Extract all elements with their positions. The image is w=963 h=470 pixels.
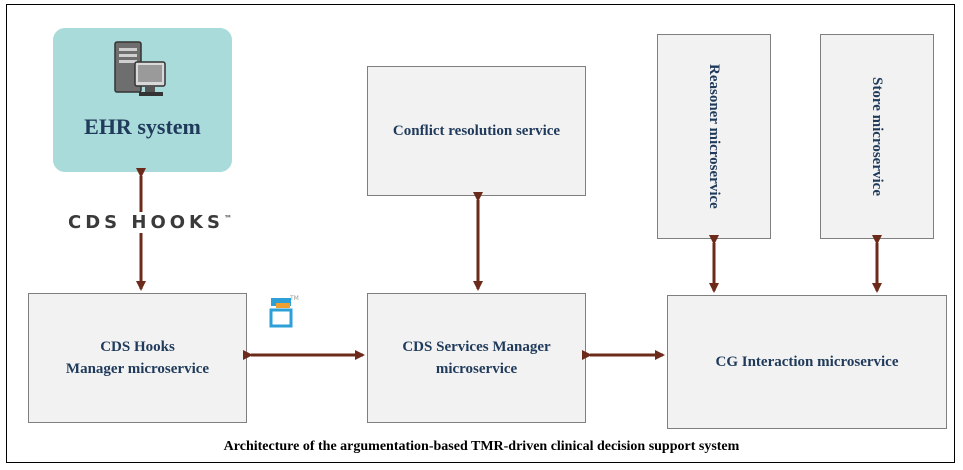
cds-hooks-logo: CDS HOOKS™ [66,212,234,233]
cds-hooks-manager-node: CDS Hooks Manager microservice [28,293,247,423]
cds-services-manager-node: CDS Services Manager microservice [367,293,586,423]
cds-hooks-manager-label-line2: Manager microservice [65,361,210,377]
svg-text:TM: TM [289,295,299,302]
cg-interaction-microservice-node: CG Interaction microservice [667,295,947,429]
reasoner-microservice-node: Reasoner microservice [657,34,771,239]
conflict-resolution-service-node: Conflict resolution service [367,66,586,196]
cds-hooks-logo-text: CDS HOOKS [68,212,224,233]
store-microservice-label: Store microservice [869,77,885,196]
cds-services-manager-label-line1: CDS Services Manager [402,339,551,355]
ehr-system-label: EHR system [84,114,201,139]
ehr-system-node: EHR system [53,28,232,172]
cds-hooks-manager-label-line1: CDS Hooks [100,339,175,355]
store-microservice-node: Store microservice [820,34,934,239]
cg-interaction-microservice-label: CG Interaction microservice [715,354,899,370]
conflict-resolution-service-label: Conflict resolution service [392,123,561,139]
reasoner-microservice-label: Reasoner microservice [706,64,722,209]
figure-caption: Architecture of the argumentation-based … [223,439,740,454]
cds-hooks-logo-tm: ™ [223,214,232,223]
cds-services-manager-label-line2: microservice [435,361,518,377]
fhir-logo-icon: TM [269,295,299,328]
computer-icon [114,41,166,96]
